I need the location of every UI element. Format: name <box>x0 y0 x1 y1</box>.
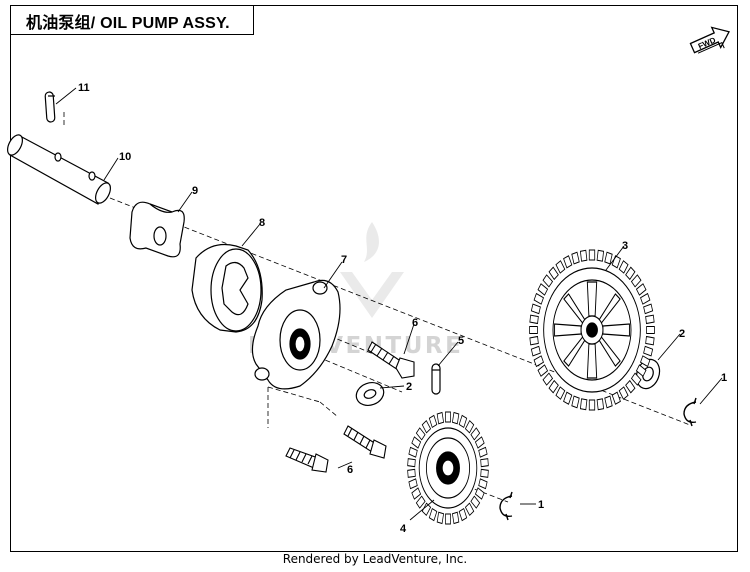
callout-6-upper: 6 <box>412 317 418 329</box>
callout-1-bottom: 1 <box>538 499 544 511</box>
callout-3: 3 <box>622 240 628 252</box>
part-5-dowel-pin <box>431 363 441 395</box>
flame-v-logo-icon <box>340 222 404 318</box>
part-1-circlip-right <box>683 397 697 427</box>
part-1-circlip-bottom <box>499 491 513 521</box>
callout-7: 7 <box>341 254 347 266</box>
part-7-pump-body <box>251 279 341 390</box>
part-6-bolt-left <box>285 447 329 473</box>
part-11-pin <box>44 91 56 123</box>
part-6-bolt-right <box>343 425 387 459</box>
part-4-small-gear <box>407 411 489 525</box>
footer-credit: Rendered by LeadVenture, Inc. <box>282 552 468 566</box>
part-3-large-gear <box>528 249 656 411</box>
fwd-arrow-icon: FWD <box>689 26 730 54</box>
callout-5: 5 <box>458 335 464 347</box>
callout-10: 10 <box>119 151 131 163</box>
callout-9: 9 <box>192 185 198 197</box>
callout-1-right: 1 <box>721 372 727 384</box>
callout-2-right: 2 <box>679 328 685 340</box>
callout-2-left: 2 <box>406 381 412 393</box>
part-2-washer-left <box>355 382 385 406</box>
callout-8: 8 <box>259 217 265 229</box>
part-9-inner-rotor <box>129 201 185 258</box>
leader-lines <box>55 87 723 521</box>
part-10-shaft <box>7 134 111 205</box>
callout-6-lower: 6 <box>347 464 353 476</box>
callout-11: 11 <box>78 82 90 94</box>
part-6-bolt-upper <box>367 341 415 379</box>
part-8-outer-rotor <box>191 243 263 333</box>
callout-4: 4 <box>400 523 407 535</box>
title-box <box>10 5 254 35</box>
drawing-frame <box>10 5 738 552</box>
page-title: 机油泵组/ OIL PUMP ASSY. <box>26 15 230 32</box>
